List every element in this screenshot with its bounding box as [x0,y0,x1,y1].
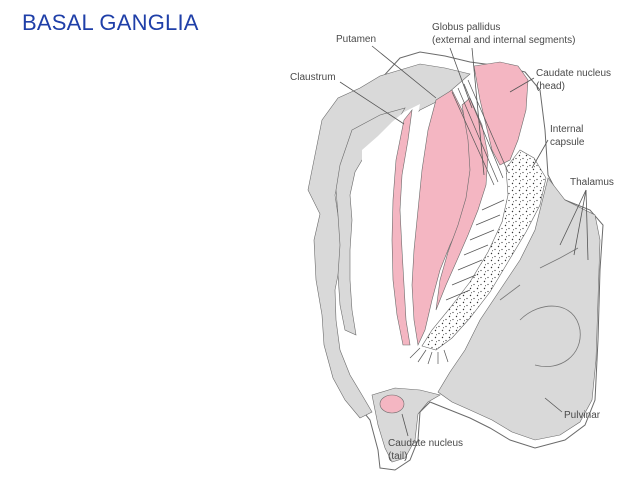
claustrum [391,108,413,346]
slide-title: BASAL GANGLIA [22,10,199,35]
label-internal-capsule: Internal [550,124,583,135]
fiber-striations [409,79,509,365]
label-pulvinar: Pulvinar [564,410,601,421]
thalamus-region [437,177,601,441]
label-caudate-head: Caudate nucleus [536,68,611,79]
white-matter [362,104,420,345]
label-caudate-tail: Caudate nucleus [388,438,463,449]
label-globus-pallidus-segments: (external and internal segments) [432,35,575,46]
label-thalamus: Thalamus [570,177,614,188]
caudate-nucleus-head [473,61,529,166]
label-putamen: Putamen [336,34,376,45]
label-claustrum: Claustrum [290,72,336,83]
label-caudate-head-sub: (head) [536,81,565,92]
caudate-nucleus-tail [379,394,405,414]
label-caudate-tail-sub: (tail) [388,451,407,462]
internal-capsule [421,149,547,351]
thalamus-contours [499,247,581,367]
label-globus-pallidus: Globus pallidus [432,22,500,33]
leader-lines [339,45,589,437]
label-internal-capsule-sub: capsule [550,137,585,148]
globus-pallidus [435,97,489,311]
